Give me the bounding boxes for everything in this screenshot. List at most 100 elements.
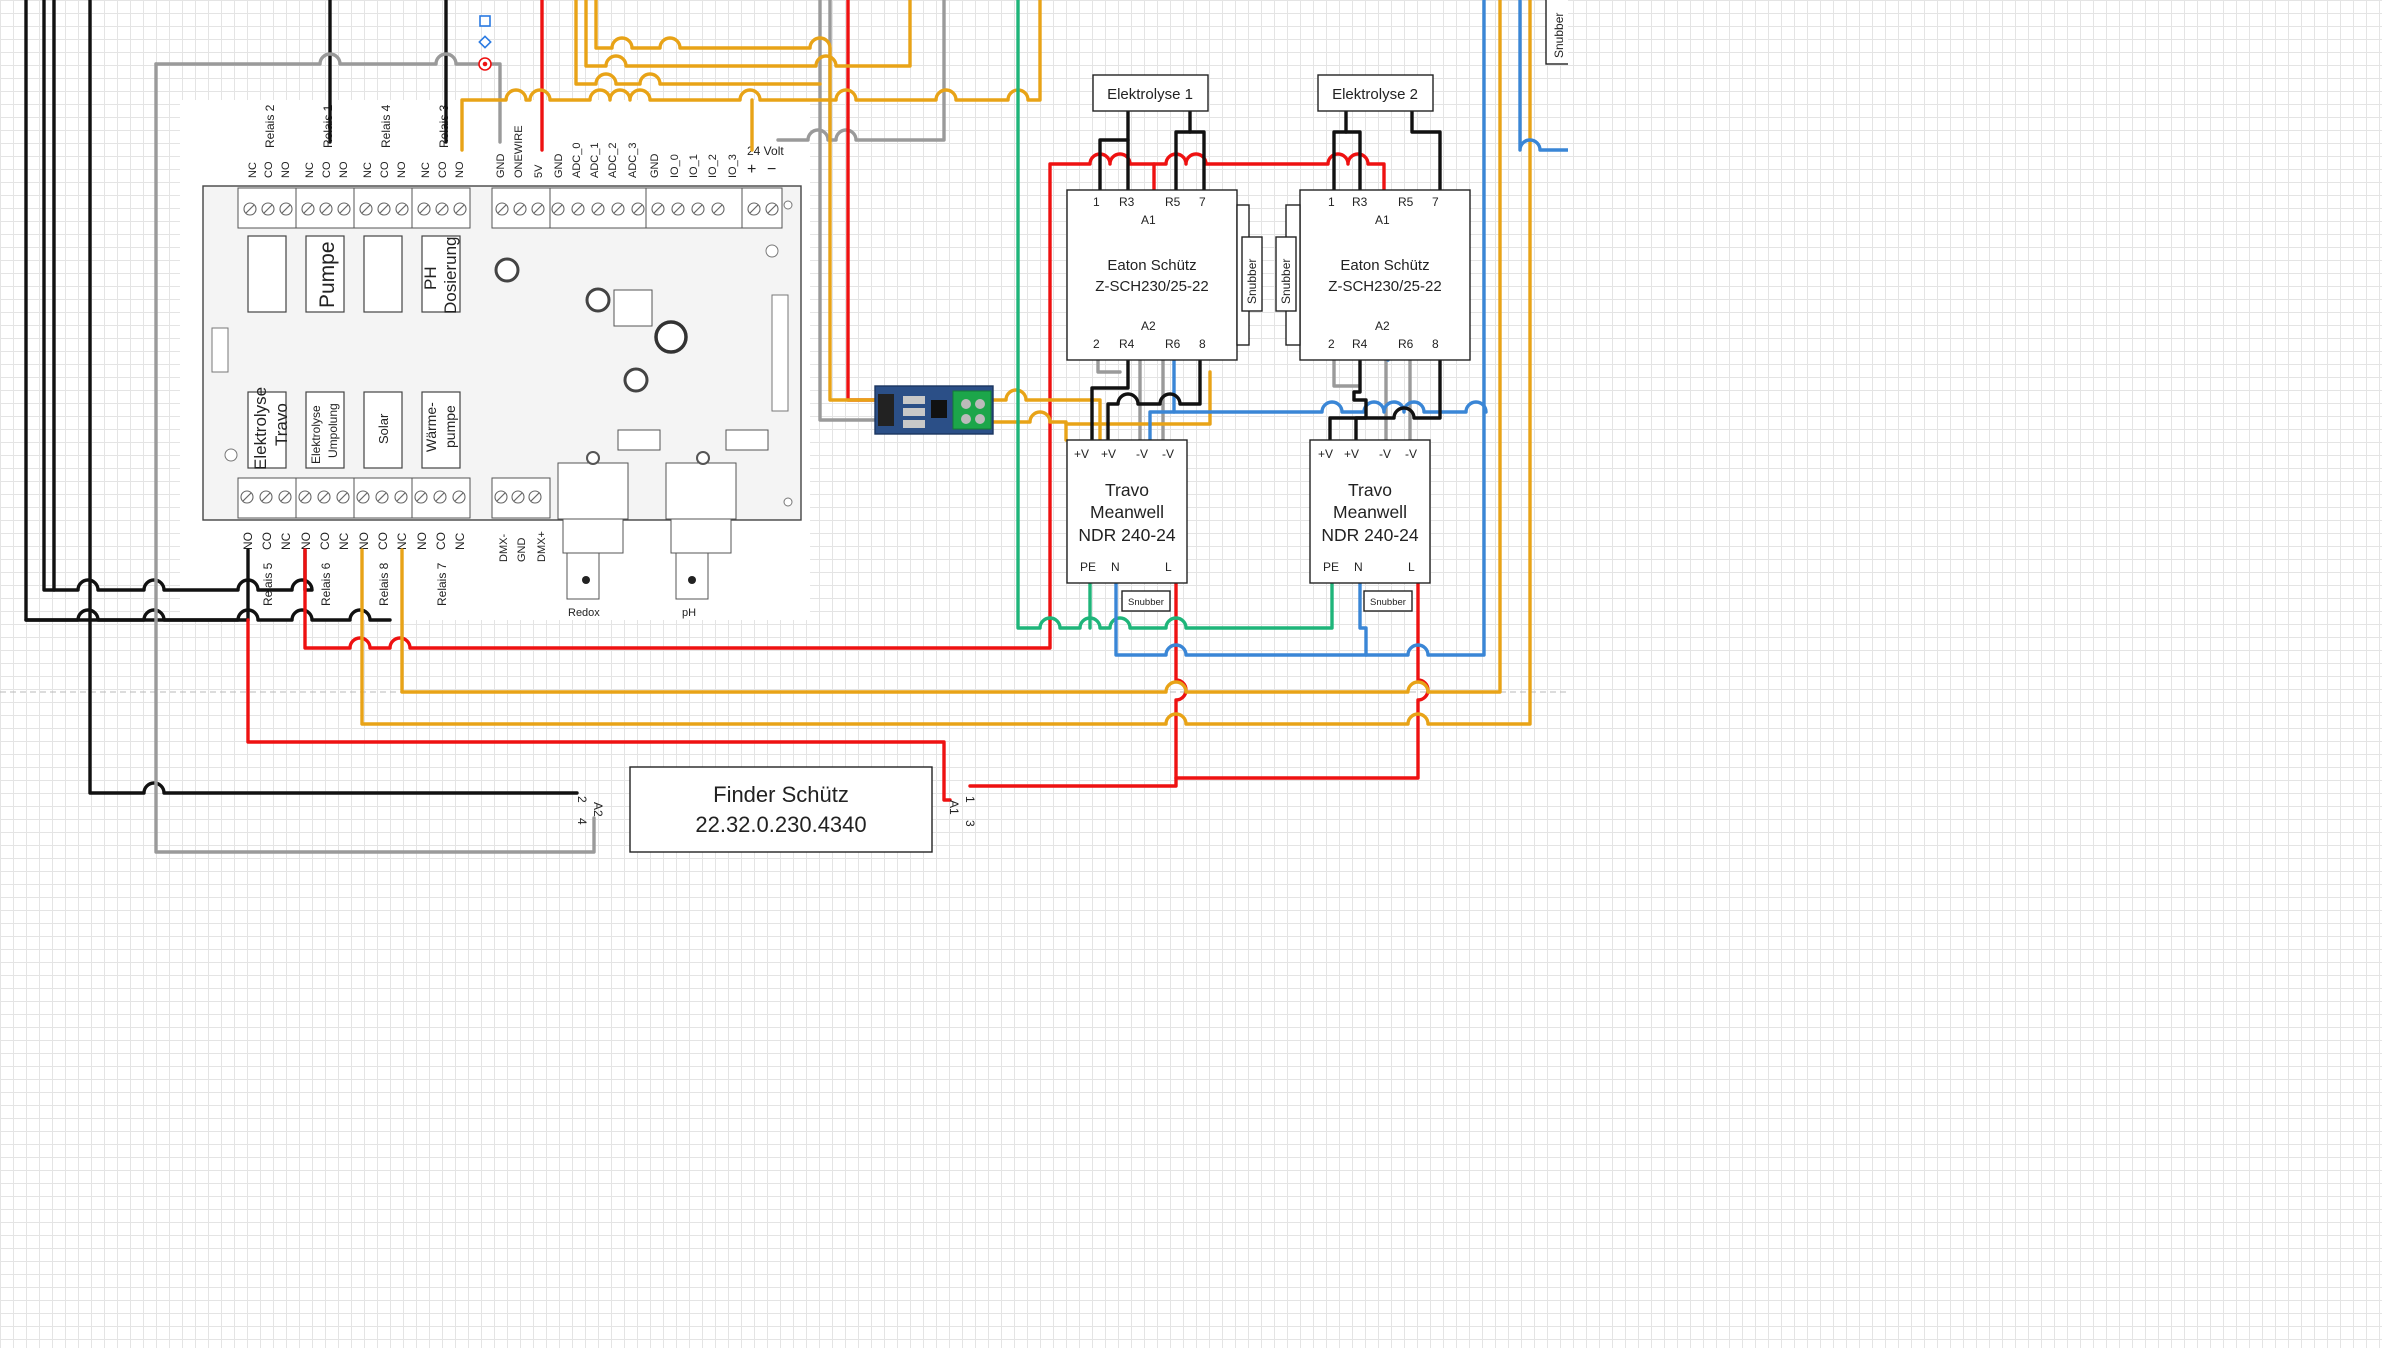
bottom-pin-label: CO — [376, 532, 390, 550]
connection-handle-diamond[interactable] — [478, 35, 492, 49]
black-wire-elektrolyse2-1[interactable] — [1332, 109, 1348, 192]
contactor-1-pin-r4: R4 — [1119, 337, 1135, 351]
contactor-2-model: Z-SCH230/25-22 — [1328, 278, 1441, 295]
relay-name-dosierung: Dosierung — [441, 237, 460, 315]
finder-pin-3: 3 — [963, 820, 977, 827]
black-wire-elektrolyse1-7[interactable] — [1188, 130, 1206, 192]
black-wire-finder-2[interactable] — [88, 0, 579, 795]
psu-1-pin-v2: +V — [1101, 447, 1116, 461]
contactor-1-pin-7: 7 — [1199, 195, 1206, 209]
current-sensor-module[interactable] — [874, 385, 994, 435]
gray-wire-sensor-1[interactable] — [818, 0, 880, 422]
red-wire-l-psu1[interactable] — [968, 581, 1188, 788]
contactor-2-pin-r6: R6 — [1398, 337, 1414, 351]
elektrolyse-2-box[interactable]: Elektrolyse 2 — [1317, 74, 1434, 112]
black-wire-psu2-plus2[interactable] — [1354, 358, 1442, 442]
finder-contactor[interactable]: Finder Schütz 22.32.0.230.4340 2 4 A2 1 … — [575, 766, 977, 853]
gray-wire-finder-4[interactable] — [154, 62, 596, 854]
psu-2-pin-v3: -V — [1379, 447, 1391, 461]
orange-wire-adc-1[interactable] — [574, 0, 822, 86]
top-pin-label: IO_1 — [688, 154, 700, 178]
plus-sign: + — [747, 161, 756, 178]
orange-wire-relay-8[interactable] — [400, 0, 1502, 694]
finder-pin-1: 1 — [963, 796, 977, 803]
black-wire-psu2-plus[interactable] — [1328, 358, 1368, 442]
black-wire-elektrolyse2-r3[interactable] — [1344, 130, 1362, 192]
psu-2-pin-pe: PE — [1323, 560, 1339, 574]
controller-board[interactable] — [180, 100, 810, 620]
bottom-pin-label: CO — [260, 532, 274, 550]
psu-2[interactable]: +V +V -V -V Travo Meanwell NDR 240-24 PE… — [1309, 439, 1431, 612]
black-wire-psu1-plus2[interactable] — [1106, 358, 1202, 442]
red-wire-contactor-a1[interactable] — [1048, 152, 1386, 622]
orange-wire-relay-7[interactable] — [360, 0, 1532, 726]
orange-wire-c1[interactable] — [1064, 370, 1212, 426]
contactor-1[interactable]: 1 R3 R5 7 A1 Eaton Schütz Z-SCH230/25-22… — [1066, 189, 1263, 361]
orange-wire-top-bus[interactable] — [460, 0, 1042, 152]
elektrolyse-1-box[interactable]: Elektrolyse 1 — [1092, 74, 1209, 112]
red-wire-sensor[interactable] — [846, 0, 880, 402]
green-wire-pe-bus[interactable] — [1016, 0, 1334, 630]
orange-wire-adc-3[interactable] — [594, 0, 880, 402]
finder-pin-4: 4 — [575, 818, 589, 825]
contactor-2-pin-r4: R4 — [1352, 337, 1368, 351]
blue-wire-n-bus[interactable] — [1114, 0, 1486, 657]
contactor-1-title: Eaton Schütz — [1107, 257, 1196, 274]
blue-wire-psu2-n[interactable] — [1358, 581, 1368, 657]
contactor-2-pin-7: 7 — [1432, 195, 1439, 209]
top-relay-label: Relais 4 — [379, 104, 393, 148]
top-pin-label: NO — [280, 161, 292, 178]
relay-name-pumpe: Pumpe — [316, 241, 339, 308]
top-pin-label: IO_3 — [727, 154, 739, 178]
gray-wire-c1-r4[interactable] — [1096, 358, 1122, 374]
contactor-2-a2: A2 — [1375, 319, 1390, 333]
contactor-2-pin-8: 8 — [1432, 337, 1439, 351]
bottom-pin-label: NC — [337, 532, 351, 550]
black-wire-elektrolyse2-7[interactable] — [1410, 109, 1442, 192]
red-wire-finder-a1[interactable] — [246, 618, 952, 802]
contactor-2-pin-r5: R5 — [1398, 195, 1414, 209]
red-wire-relay6[interactable] — [303, 548, 1052, 650]
gray-wire-c2-2[interactable] — [1332, 358, 1360, 388]
minus-sign: − — [767, 161, 776, 178]
gray-wire-top-run[interactable] — [154, 52, 502, 144]
psu-2-line2: Meanwell — [1333, 502, 1407, 522]
gray-wire-24v[interactable] — [776, 0, 946, 142]
relay-name-travo: Travo — [272, 403, 291, 446]
connection-handle-square[interactable] — [479, 15, 491, 27]
black-wire-elektrolyse1-r5[interactable] — [1174, 109, 1192, 192]
finder-pin-a1: A1 — [947, 800, 961, 815]
top-pin-label: ADC_2 — [607, 143, 619, 178]
top-pin-label: ADC_0 — [571, 143, 583, 178]
contactor-1-pin-r5: R5 — [1165, 195, 1181, 209]
relay-name-elektrolyse-2: Elektrolyse — [309, 405, 323, 464]
black-wire-elektrolyse1-1[interactable] — [1098, 109, 1130, 192]
top-pin-label: ADC_1 — [589, 143, 601, 178]
psu-2-pin-v4: -V — [1405, 447, 1417, 461]
orange-wire-adc-2[interactable] — [584, 0, 912, 68]
contactor-1-pin-2: 2 — [1093, 337, 1100, 351]
finder-title: Finder Schütz — [713, 782, 849, 807]
psu-1-pin-pe: PE — [1080, 560, 1096, 574]
blue-wire-right-edge[interactable] — [1518, 0, 1568, 152]
bottom-pin-label: NO — [299, 532, 313, 550]
psu-1[interactable]: +V +V -V -V Travo Meanwell NDR 240-24 PE… — [1066, 439, 1188, 612]
psu-2-pin-n: N — [1354, 560, 1363, 574]
psu-2-line1: Travo — [1348, 480, 1392, 500]
top-pin-label: NO — [396, 161, 408, 178]
orange-wire-sensor-in[interactable] — [990, 410, 1068, 442]
blue-wire-minus-bus[interactable] — [1148, 400, 1488, 442]
psu-1-pin-v4: -V — [1162, 447, 1174, 461]
black-wire-psu1-plus[interactable] — [1090, 358, 1130, 442]
contactor-2-pin-2: 2 — [1328, 337, 1335, 351]
psu-1-line3: NDR 240-24 — [1078, 525, 1176, 545]
edge-snubber[interactable]: Snubber — [1545, 0, 1568, 65]
red-wire-l-psu2[interactable] — [1174, 581, 1430, 780]
relay-name-umpolung: Umpolung — [326, 403, 340, 458]
contactor-1-model: Z-SCH230/25-22 — [1095, 278, 1208, 295]
contactor-1-pin-r3: R3 — [1119, 195, 1135, 209]
bottom-pin-label: NO — [415, 532, 429, 550]
psu-2-snubber: Snubber — [1370, 597, 1406, 608]
black-wire-left-2[interactable] — [42, 0, 314, 592]
contactor-2[interactable]: 1 R3 R5 7 A1 Eaton Schütz Z-SCH230/25-22… — [1275, 189, 1471, 361]
